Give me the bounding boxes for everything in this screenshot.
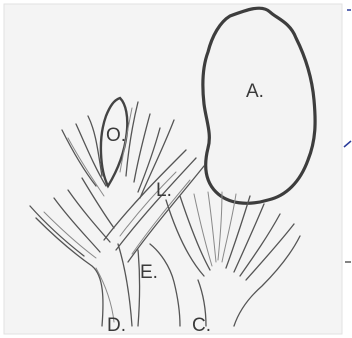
right-edge-mark-mid — [344, 141, 351, 147]
label-e: E. — [140, 262, 158, 283]
label-d: D. — [107, 315, 126, 336]
label-o: O. — [106, 125, 126, 146]
label-a: A. — [246, 81, 264, 102]
label-c: C. — [192, 315, 211, 336]
label-l: L. — [156, 180, 172, 201]
